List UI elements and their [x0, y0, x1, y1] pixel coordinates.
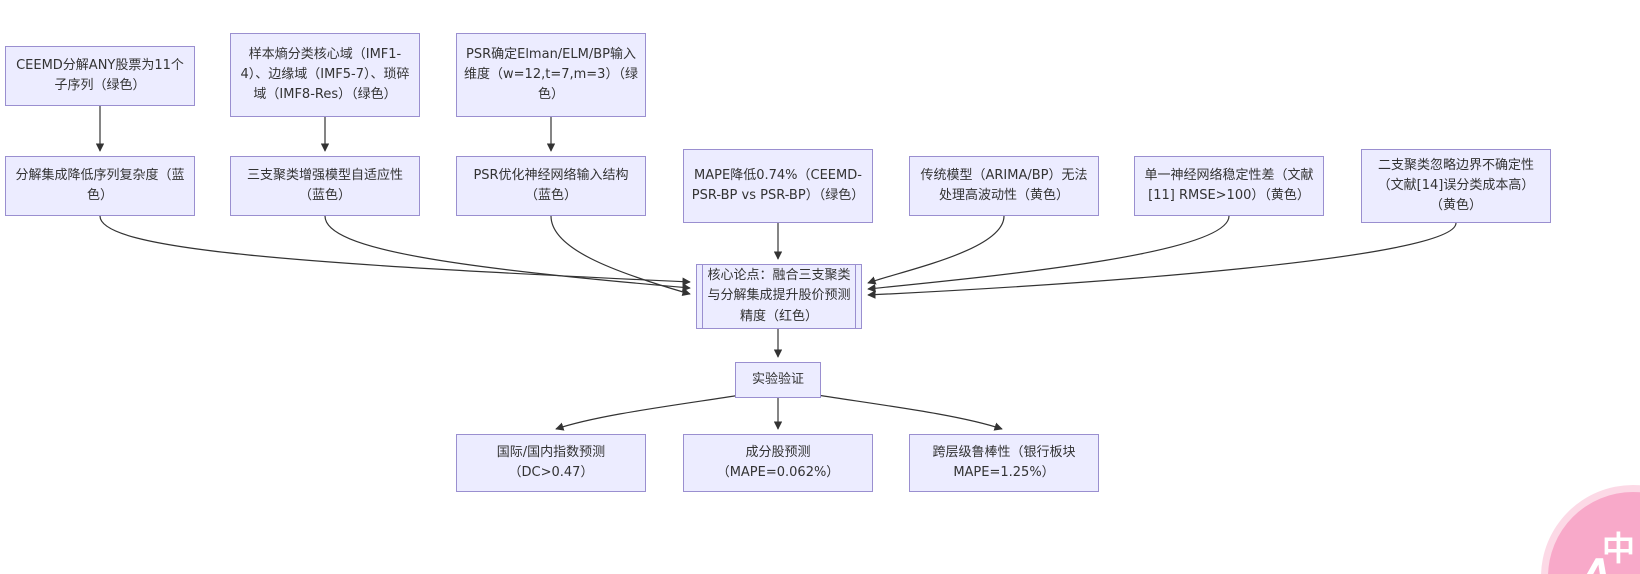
- node-label: CEEMD分解ANY股票为11个子序列（绿色）: [16, 57, 184, 93]
- node-label: PSR优化神经网络输入结构（蓝色）: [473, 167, 629, 203]
- node-three-way-clustering: 三支聚类增强模型自适应性（蓝色）: [230, 156, 420, 216]
- node-cross-level-robustness: 跨层级鲁棒性（银行板块MAPE=1.25%）: [909, 434, 1099, 492]
- node-mape-reduction: MAPE降低0.74%（CEEMD-PSR-BP vs PSR-BP）（绿色）: [683, 149, 873, 223]
- node-label: 国际/国内指数预测（DC>0.47）: [496, 444, 606, 480]
- node-label: PSR确定Elman/ELM/BP输入维度（w=12,t=7,m=3）（绿色）: [464, 46, 638, 103]
- arrow-exp-to-robustness: [816, 394, 1003, 431]
- translate-latin-icon: A: [1584, 552, 1611, 574]
- node-index-prediction: 国际/国内指数预测（DC>0.47）: [456, 434, 646, 492]
- node-ceemd-decompose: CEEMD分解ANY股票为11个子序列（绿色）: [5, 46, 195, 106]
- node-label: 核心论点：融合三支聚类与分解集成提升股价预测精度（红色）: [707, 268, 851, 324]
- node-label: 实验验证: [751, 371, 804, 387]
- node-decomposition-ensemble: 分解集成降低序列复杂度（蓝色）: [5, 156, 195, 216]
- node-core-thesis: 核心论点：融合三支聚类与分解集成提升股价预测精度（红色）: [696, 264, 862, 329]
- node-label: 跨层级鲁棒性（银行板块MAPE=1.25%）: [932, 444, 1076, 480]
- node-psr-dimension: PSR确定Elman/ELM/BP输入维度（w=12,t=7,m=3）（绿色）: [456, 33, 646, 117]
- node-constituent-prediction: 成分股预测（MAPE=0.062%）: [683, 434, 873, 492]
- arrow-decomp-to-core: [99, 215, 691, 286]
- arrow-threeway-to-core: [324, 215, 691, 292]
- arrow-singlenn-to-core: [867, 215, 1230, 293]
- node-sample-entropy: 样本熵分类核心域（IMF1-4）、边缘域（IMF5-7）、琐碎域（IMF8-Re…: [230, 33, 420, 117]
- translate-zh-icon: 中: [1602, 529, 1635, 568]
- node-psr-optimization: PSR优化神经网络输入结构（蓝色）: [456, 156, 646, 216]
- arrow-exp-to-indexpred: [555, 394, 742, 431]
- node-label: 二支聚类忽略边界不确定性（文献[14]误分类成本高）（黄色）: [1377, 157, 1535, 214]
- node-experimental-validation: 实验验证: [735, 362, 821, 398]
- node-label: MAPE降低0.74%（CEEMD-PSR-BP vs PSR-BP）（绿色）: [691, 167, 865, 203]
- node-label: 成分股预测（MAPE=0.062%）: [716, 444, 840, 480]
- translate-button[interactable]: 中 A: [1548, 492, 1640, 574]
- node-two-way-clustering: 二支聚类忽略边界不确定性（文献[14]误分类成本高）（黄色）: [1361, 149, 1551, 223]
- node-label: 传统模型（ARIMA/BP）无法处理高波动性（黄色）: [920, 167, 1088, 203]
- node-label: 样本熵分类核心域（IMF1-4）、边缘域（IMF5-7）、琐碎域（IMF8-Re…: [240, 46, 410, 103]
- node-label: 三支聚类增强模型自适应性（蓝色）: [246, 167, 403, 203]
- arrow-psropt-to-core: [550, 215, 691, 296]
- node-label: 分解集成降低序列复杂度（蓝色）: [15, 167, 185, 203]
- node-label: 单一神经网络稳定性差（文献[11] RMSE>100）（黄色）: [1144, 167, 1314, 203]
- node-single-nn-instability: 单一神经网络稳定性差（文献[11] RMSE>100）（黄色）: [1134, 156, 1324, 216]
- arrow-traditional-to-core: [867, 215, 1005, 285]
- arrow-twoway-to-core: [867, 222, 1457, 299]
- node-traditional-models: 传统模型（ARIMA/BP）无法处理高波动性（黄色）: [909, 156, 1099, 216]
